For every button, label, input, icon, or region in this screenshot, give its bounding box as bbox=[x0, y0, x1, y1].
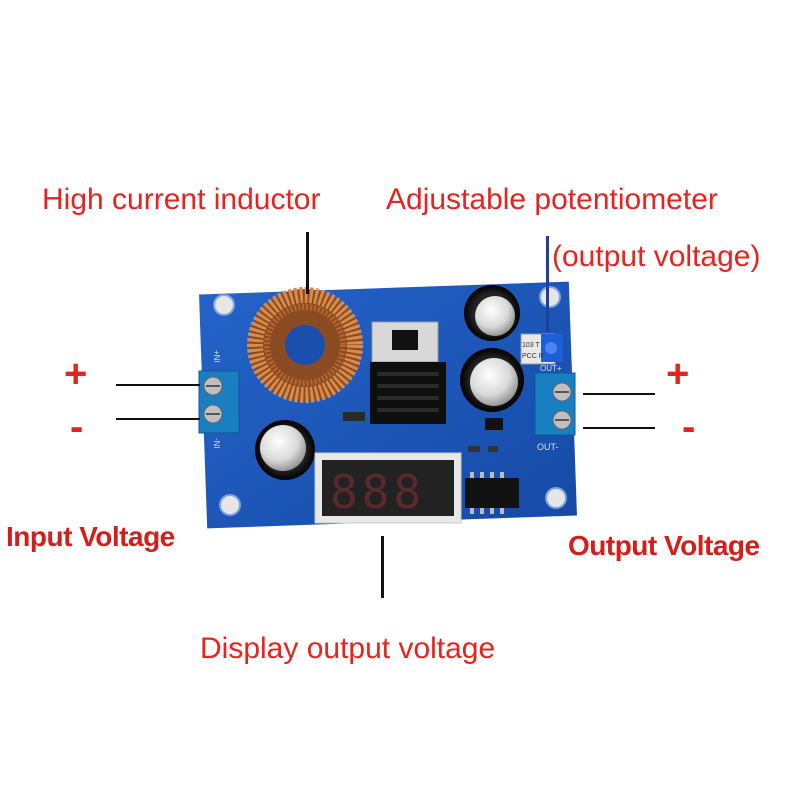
smd-components bbox=[343, 412, 503, 452]
mounting-hole bbox=[539, 286, 561, 308]
silk-out-plus: OUT+ bbox=[540, 364, 562, 373]
output-minus-sign: - bbox=[682, 405, 696, 449]
toroid-inductor bbox=[247, 287, 363, 403]
capacitor-top bbox=[464, 285, 520, 341]
output-plus-sign: + bbox=[666, 352, 690, 396]
silk-in-plus: +NI bbox=[212, 350, 221, 363]
potentiometer-pointer-line bbox=[546, 236, 549, 332]
pot-marking: 103 T bbox=[522, 342, 540, 349]
mounting-hole bbox=[545, 487, 567, 509]
capacitor-middle bbox=[460, 348, 524, 412]
regulator-ic bbox=[370, 321, 446, 424]
pot-marking: PCC R bbox=[522, 353, 544, 360]
silk-in-minus: -NI bbox=[212, 438, 221, 449]
output-plus-line bbox=[583, 393, 655, 395]
display-digits: 888 bbox=[330, 465, 425, 519]
mounting-hole bbox=[213, 294, 235, 316]
input-minus-line bbox=[116, 418, 200, 420]
capacitor-bottom bbox=[255, 420, 315, 480]
control-chip bbox=[465, 472, 519, 514]
potentiometer-label: Adjustable potentiometer bbox=[386, 183, 718, 216]
inductor-label: High current inductor bbox=[42, 183, 321, 216]
output-minus-line bbox=[583, 427, 655, 429]
potentiometer: 103 T PCC R bbox=[520, 333, 563, 365]
silk-out-minus: OUT- bbox=[537, 442, 559, 452]
input-plus-line bbox=[116, 384, 200, 386]
output-voltage-label: Output Voltage bbox=[568, 530, 760, 561]
input-minus-sign: - bbox=[70, 405, 84, 449]
output-terminal-block bbox=[534, 372, 576, 436]
input-plus-sign: + bbox=[64, 352, 88, 396]
display-label: Display output voltage bbox=[200, 632, 496, 665]
input-voltage-label: Input Voltage bbox=[6, 521, 175, 552]
input-terminal-block bbox=[198, 370, 240, 434]
inductor-pointer-line bbox=[306, 232, 309, 294]
seven-segment-display: 888 bbox=[314, 452, 462, 524]
display-pointer-line bbox=[381, 536, 384, 598]
mounting-hole bbox=[219, 494, 241, 516]
potentiometer-label-detail: (output voltage) bbox=[552, 240, 761, 273]
